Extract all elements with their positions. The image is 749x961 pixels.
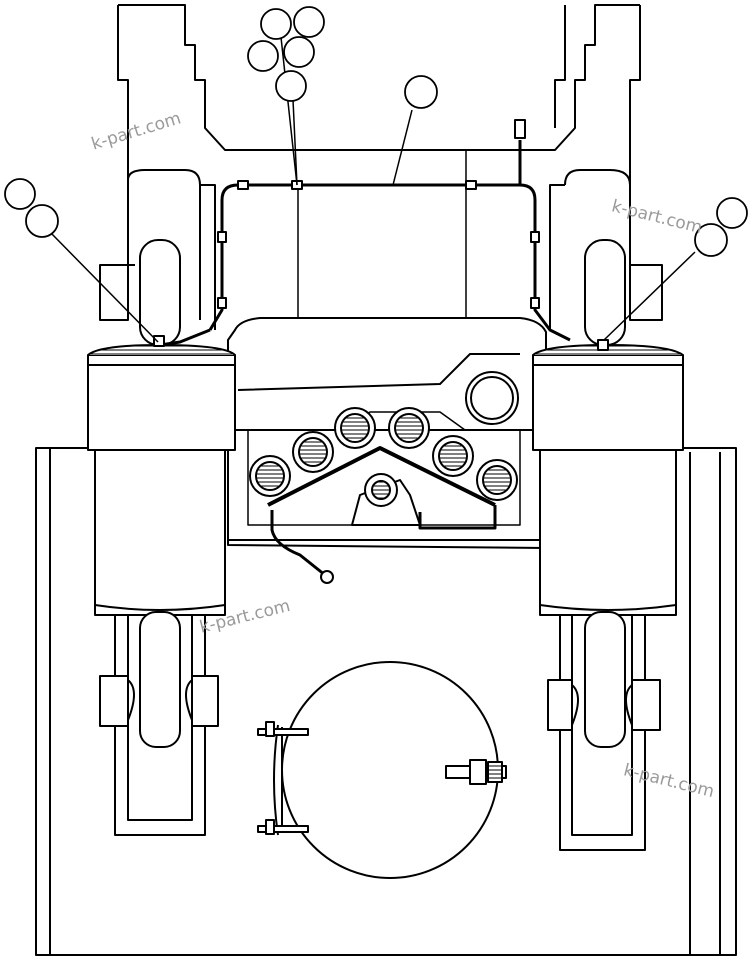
callout-6 [404, 75, 438, 109]
callout-2 [293, 6, 325, 38]
right-lower-arm [547, 611, 661, 851]
callout-10 [694, 223, 728, 257]
callout-7 [4, 178, 36, 210]
callout-4 [283, 36, 315, 68]
left-lower-arm [99, 611, 219, 836]
callout-1 [260, 8, 292, 40]
callout-9 [716, 197, 748, 229]
callout-8 [25, 204, 59, 238]
round-connectors [249, 407, 518, 501]
access-cover [257, 661, 507, 879]
callout-5 [275, 70, 307, 102]
left-cylinder [87, 344, 236, 616]
right-upper-arm [549, 5, 663, 346]
left-upper-arm [99, 4, 640, 346]
leader-lines [47, 27, 696, 343]
connector-panel [247, 411, 521, 584]
upper-wiring-harness [159, 119, 571, 347]
right-cylinder [532, 344, 684, 616]
callout-3 [247, 40, 279, 72]
